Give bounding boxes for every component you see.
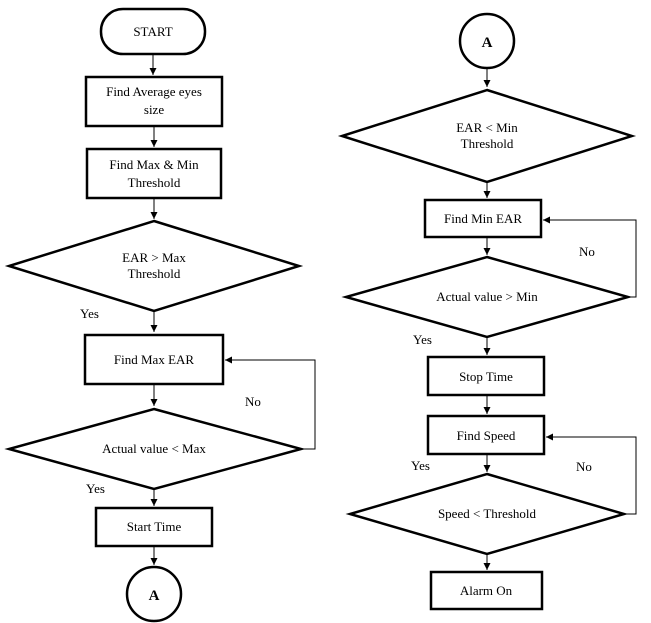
yes-label-actual-min: Yes <box>413 332 432 347</box>
actual-greater-min-decision: Actual value > Min <box>341 255 633 339</box>
speed-less-threshold-label: Speed < Threshold <box>438 506 537 521</box>
arrow-no-loop-right-2 <box>546 433 637 515</box>
find-min-ear-box: Find Min EAR <box>423 198 543 239</box>
actual-greater-min-label: Actual value > Min <box>436 289 538 304</box>
connector-a-right: A <box>458 12 516 70</box>
find-average-eyes-box: Find Average eyes size <box>84 75 224 128</box>
arrow-no-loop-right-1 <box>543 216 637 298</box>
ear-min-label-1: EAR < Min <box>456 120 518 135</box>
find-max-ear-box: Find Max EAR <box>83 333 225 386</box>
start-time-label: Start Time <box>127 519 182 534</box>
actual-less-max-decision: Actual value < Max <box>4 407 306 491</box>
find-max-min-label-2: Threshold <box>128 175 181 190</box>
ear-max-label-1: EAR > Max <box>122 250 186 265</box>
ear-less-min-decision: EAR < Min Threshold <box>337 88 637 184</box>
find-min-ear-label: Find Min EAR <box>444 211 522 226</box>
start-time-box: Start Time <box>94 506 214 548</box>
actual-less-max-label: Actual value < Max <box>102 441 206 456</box>
find-max-min-label-1: Find Max & Min <box>109 157 199 172</box>
start-terminal: START <box>99 7 207 56</box>
stop-time-label: Stop Time <box>459 369 513 384</box>
speed-less-threshold-decision: Speed < Threshold <box>345 472 629 556</box>
ear-max-label-2: Threshold <box>128 266 181 281</box>
alarm-on-box: Alarm On <box>429 570 544 611</box>
no-label-right-2: No <box>576 459 592 474</box>
connector-a-right-label: A <box>482 35 493 51</box>
find-max-min-threshold-box: Find Max & Min Threshold <box>85 147 223 200</box>
alarm-on-label: Alarm On <box>460 583 513 598</box>
ear-greater-max-decision: EAR > Max Threshold <box>4 219 304 313</box>
ear-min-label-2: Threshold <box>461 136 514 151</box>
yes-label-actual-max: Yes <box>86 481 105 496</box>
find-average-eyes-label-2: size <box>144 102 164 117</box>
stop-time-box: Stop Time <box>426 355 546 397</box>
connector-a-left-label: A <box>149 588 160 604</box>
no-label-left: No <box>245 394 261 409</box>
connector-a-left: A <box>125 565 183 623</box>
find-average-eyes-label-1: Find Average eyes <box>106 84 202 99</box>
yes-label-speed: Yes <box>411 458 430 473</box>
find-speed-box: Find Speed <box>426 414 546 456</box>
yes-label-ear-max: Yes <box>80 306 99 321</box>
no-label-right-1: No <box>579 244 595 259</box>
find-speed-label: Find Speed <box>457 428 516 443</box>
find-max-ear-label: Find Max EAR <box>114 352 195 367</box>
start-label: START <box>133 24 172 39</box>
arrow-no-loop-left <box>225 356 316 450</box>
